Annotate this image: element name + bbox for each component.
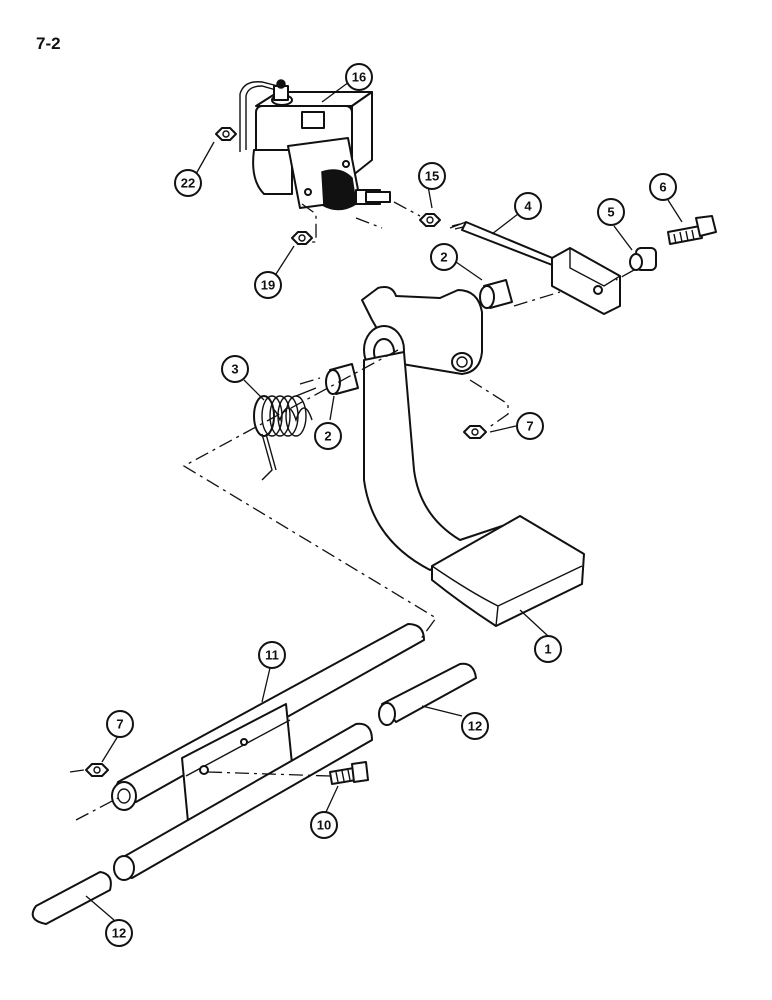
nut-15 bbox=[419, 213, 441, 227]
callout-10: 10 bbox=[310, 811, 338, 839]
callout-16: 16 bbox=[345, 63, 373, 91]
callout-2-lower-label: 2 bbox=[324, 429, 331, 444]
callout-3: 3 bbox=[221, 355, 249, 383]
nut-19 bbox=[291, 231, 313, 245]
callout-3-label: 3 bbox=[231, 362, 238, 377]
callout-4: 4 bbox=[514, 192, 542, 220]
pedal-shaft-drawing bbox=[111, 623, 425, 881]
callout-22: 22 bbox=[174, 169, 202, 197]
fitting-nut-22 bbox=[215, 127, 237, 141]
callout-1-label: 1 bbox=[544, 642, 551, 657]
callout-15: 15 bbox=[418, 162, 446, 190]
callout-19-label: 19 bbox=[261, 278, 275, 293]
callout-7-upper-label: 7 bbox=[526, 419, 533, 434]
callout-7-lower-label: 7 bbox=[116, 717, 123, 732]
nut-7-upper bbox=[463, 425, 487, 439]
callout-2-lower: 2 bbox=[314, 422, 342, 450]
callout-10-label: 10 bbox=[317, 818, 331, 833]
master-cylinder-drawing bbox=[239, 79, 391, 211]
callout-12-right: 12 bbox=[461, 712, 489, 740]
bolt-10 bbox=[329, 761, 369, 785]
callout-12-right-label: 12 bbox=[468, 719, 482, 734]
callout-6-label: 6 bbox=[659, 180, 666, 195]
brake-pedal-drawing bbox=[361, 286, 585, 627]
callout-7-lower: 7 bbox=[106, 710, 134, 738]
callout-5-label: 5 bbox=[607, 205, 614, 220]
return-spring-drawing bbox=[253, 387, 317, 481]
callout-2-upper: 2 bbox=[430, 243, 458, 271]
callout-4-label: 4 bbox=[524, 199, 532, 214]
sleeve-12-right bbox=[378, 662, 477, 726]
sleeve-12-left bbox=[31, 871, 112, 925]
callout-6: 6 bbox=[649, 173, 677, 201]
callout-12-left: 12 bbox=[105, 919, 133, 947]
callout-11: 11 bbox=[258, 641, 286, 669]
callout-22-label: 22 bbox=[181, 176, 195, 191]
callout-19: 19 bbox=[254, 271, 282, 299]
callout-12-left-label: 12 bbox=[112, 926, 126, 941]
callout-2-upper-label: 2 bbox=[440, 250, 447, 265]
callout-7-upper: 7 bbox=[516, 412, 544, 440]
bushing-2-upper bbox=[479, 279, 513, 309]
callout-15-label: 15 bbox=[425, 169, 439, 184]
bushing-5 bbox=[629, 247, 657, 271]
page-number: 7-2 bbox=[36, 34, 61, 53]
callout-11-label: 11 bbox=[265, 648, 279, 663]
callout-5: 5 bbox=[597, 198, 625, 226]
leader-lines bbox=[85, 81, 683, 921]
callout-16-label: 16 bbox=[352, 70, 366, 85]
bushing-2-lower bbox=[325, 363, 359, 395]
callout-1: 1 bbox=[534, 635, 562, 663]
bolt-6 bbox=[667, 215, 717, 245]
nut-7-lower bbox=[85, 763, 109, 777]
push-rod-drawing bbox=[449, 221, 621, 315]
assembly-centerlines bbox=[69, 201, 635, 821]
